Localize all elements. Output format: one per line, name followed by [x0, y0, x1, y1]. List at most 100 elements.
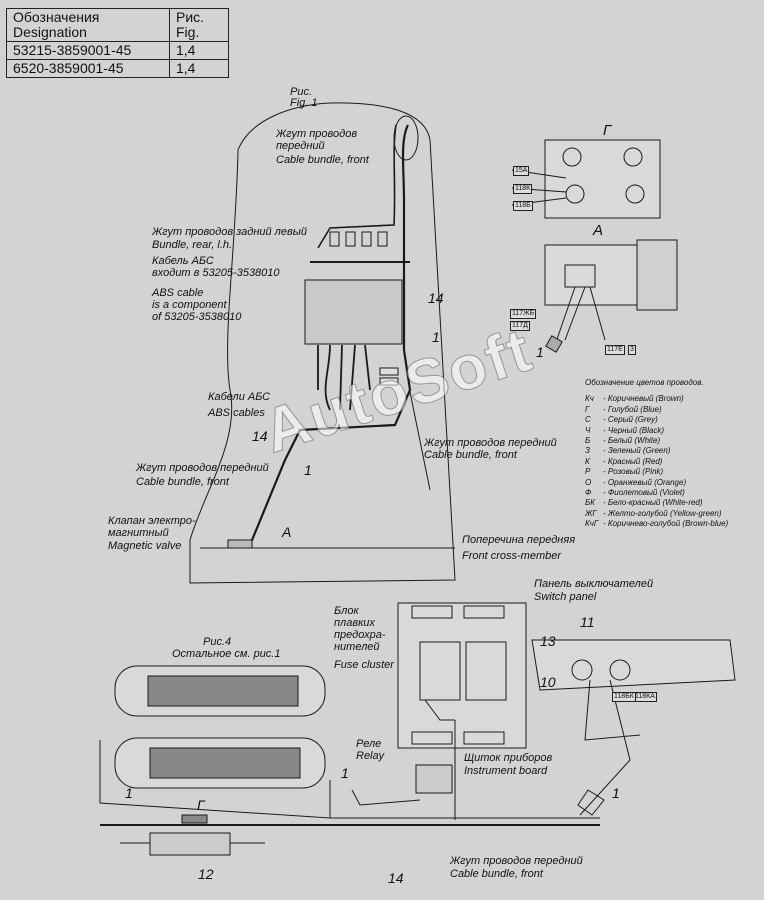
- bundle-front-left-ru: Жгут проводов передний: [136, 462, 269, 474]
- arrow-g-label: Г: [197, 797, 205, 813]
- bundle-rear-left-en: Bundle, rear, l.h.: [152, 239, 233, 251]
- legend-item: КчГ - Коричнево-голубой (Brown-blue): [585, 519, 728, 529]
- legend-item: Г- Голубой (Blue): [585, 405, 728, 415]
- callout-10: 10: [540, 674, 556, 690]
- bundle-front-top-en: Cable bundle, front: [276, 154, 369, 166]
- legend-item: Ф - Фиолетовый (Violet): [585, 488, 728, 498]
- designation-table: Обозначения Designation Рис. Fig. 53215-…: [6, 8, 229, 78]
- cross-member-ru: Поперечина передняя: [462, 534, 576, 546]
- legend-text: - Коричнево-голубой (Brown-blue): [603, 519, 729, 529]
- bundle-front-mid-en: Cable bundle, front: [424, 449, 517, 461]
- bundle-front-mid-ru: Жгут проводов передний: [424, 437, 557, 449]
- legend-code: С: [585, 415, 591, 425]
- legend-text: - Коричневый (Brown): [603, 394, 684, 404]
- wire-color-legend: Обозначение цветов проводов. Кч- Коричне…: [585, 378, 728, 530]
- legend-code: БК: [585, 498, 595, 508]
- legend-text: - Оранжевый (Orange): [603, 477, 687, 487]
- arrow-a-label: А: [282, 524, 292, 540]
- legend-text: - Черный (Black): [603, 425, 665, 435]
- callout-1: 1: [536, 344, 544, 360]
- legend-item: З - Зеленый (Green): [585, 446, 728, 456]
- legend-text: - Фиолетовый (Violet): [603, 488, 685, 498]
- legend-text: - Зеленый (Green): [603, 446, 671, 456]
- wire-tag: 118Б: [513, 201, 533, 211]
- bundle-front-bottom-en: Cable bundle, front: [450, 868, 543, 880]
- view-a-block: [544, 244, 638, 306]
- magnetic-valve: [227, 539, 253, 549]
- magnetic-valve-en: Magnetic valve: [108, 540, 182, 552]
- view-a-label: А: [593, 222, 604, 239]
- wire-tag: 117ЖБ: [510, 309, 537, 319]
- abs-cables-ru: Кабели АБС: [208, 391, 271, 403]
- table-header-fig: Рис. Fig.: [169, 8, 229, 42]
- front-harness: [248, 124, 412, 546]
- legend-code: Г: [585, 404, 590, 414]
- callout-1: 1: [125, 785, 133, 801]
- callout-11: 11: [580, 614, 595, 630]
- callout-1: 1: [612, 785, 620, 801]
- callout-1: 1: [304, 462, 312, 478]
- abs-module: [304, 279, 403, 345]
- legend-code: ЖГ: [585, 508, 597, 518]
- table-row: 6520-3859001-45 1,4: [6, 59, 229, 78]
- relay-en: Relay: [356, 750, 385, 762]
- wire-tag: 118БК: [612, 692, 636, 702]
- frame-outline: [189, 102, 456, 584]
- legend-item: К - Красный (Red): [585, 457, 728, 467]
- table-row: 53215-3859001-45 1,4: [6, 41, 229, 60]
- callout-1: 1: [341, 765, 349, 781]
- table-header-designation: Обозначения Designation: [6, 8, 170, 42]
- magnetic-valve-ru: Клапан электро- магнитный: [108, 515, 196, 539]
- wire-tag: 118КА: [633, 692, 657, 702]
- bundle-front-left-en: Cable bundle, front: [136, 476, 229, 488]
- legend-code: Б: [585, 436, 591, 446]
- legend-text: - Бело-красный (White-red): [603, 498, 703, 508]
- legend-item: Кч- Коричневый (Brown): [585, 394, 728, 404]
- fig-cell: 1,4: [169, 59, 229, 78]
- fig4-line2: Остальное см. рис.1: [172, 648, 281, 660]
- designation-cell: 6520-3859001-45: [6, 59, 170, 78]
- legend-code: О: [585, 477, 592, 487]
- designation-cell: 53215-3859001-45: [6, 41, 170, 60]
- switch-panel: [397, 602, 527, 749]
- legend-text: - Розовый (Pink): [603, 467, 664, 477]
- wire-tag: 117Е: [605, 345, 625, 355]
- callout-14: 14: [252, 428, 268, 444]
- fig1-en: Fig. 1: [290, 97, 318, 109]
- legend-code: Р: [585, 467, 591, 477]
- legend-item: Ч- Черный (Black): [585, 426, 728, 436]
- legend-code: З: [585, 446, 590, 456]
- bundle-front-bottom-ru: Жгут проводов передний: [450, 855, 583, 867]
- callout-14: 14: [388, 870, 404, 886]
- legend-item: Б- Белый (White): [585, 436, 728, 446]
- legend-text: - Серый (Grey): [603, 415, 658, 425]
- fuse-cluster-ru: Блок плавких предохра- нителей: [334, 605, 386, 653]
- bundle-rear-left-ru: Жгут проводов задний левый: [152, 226, 307, 238]
- legend-code: Ф: [585, 488, 592, 498]
- fuse-cluster-en: Fuse cluster: [334, 659, 394, 671]
- relay-ru: Реле: [356, 738, 382, 750]
- legend-item: О - Оранжевый (Orange): [585, 478, 728, 488]
- legend-code: К: [585, 456, 590, 466]
- callout-1: 1: [432, 329, 440, 345]
- wire-tag: 117Д: [510, 321, 530, 331]
- relay: [415, 764, 453, 794]
- switch-panel-ru: Панель выключателей: [534, 578, 654, 590]
- wire-tag: 15А: [513, 166, 530, 176]
- instrument-board-en: Instrument board: [464, 765, 548, 777]
- abs-cable-en: ABS cable is a component of 53205-353801…: [152, 287, 242, 323]
- legend-text: - Красный (Red): [603, 456, 663, 466]
- fig1-ru: Рис.: [290, 86, 313, 98]
- legend-code: КчГ: [585, 519, 599, 529]
- cross-member-en: Front cross-member: [462, 550, 562, 562]
- bundle-front-top-ru: Жгут проводов передний: [276, 128, 358, 152]
- legend-item: БК - Бело-красный (White-red): [585, 498, 728, 508]
- fig-cell: 1,4: [169, 41, 229, 60]
- fig4-line1: Рис.4: [203, 636, 232, 648]
- wire-tag: 118К: [513, 184, 533, 194]
- legend-item: Р - Розовый (Pink): [585, 467, 728, 477]
- callout-12: 12: [198, 866, 214, 882]
- callout-13: 13: [540, 633, 556, 649]
- callout-14: 14: [428, 290, 444, 306]
